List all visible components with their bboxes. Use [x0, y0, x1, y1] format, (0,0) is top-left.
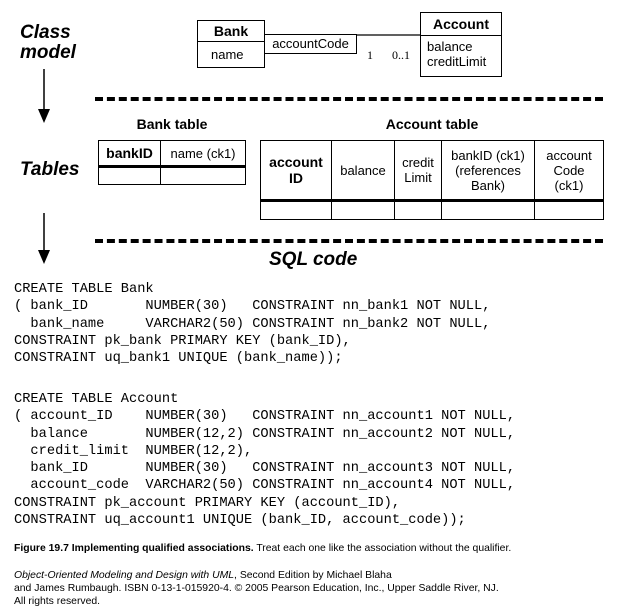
- account-class-attr-balance: balance: [427, 39, 473, 54]
- bank-class-box: Bank name: [197, 20, 265, 68]
- account-class-attr-creditlimit: creditLimit: [427, 54, 487, 69]
- bank-class-name: Bank: [198, 21, 264, 42]
- table-row: [260, 200, 604, 220]
- multiplicity-left: 1: [367, 48, 373, 62]
- class-model-label: Class model: [20, 22, 76, 63]
- bank-table-header-bankid: bankID: [98, 140, 161, 167]
- book-credit-line3: All rights reserved.: [14, 596, 101, 607]
- association-line: [356, 34, 422, 36]
- account-table-header-balance: balance: [331, 140, 395, 201]
- account-table-header-accountid: account ID: [260, 140, 332, 201]
- account-table-header-creditlimit: credit Limit: [394, 140, 442, 201]
- table-row: [98, 166, 246, 185]
- account-table-title: Account table: [385, 116, 479, 132]
- bank-table: bankID name (ck1): [98, 140, 246, 185]
- separator-dashed-line: [95, 239, 603, 243]
- sql-code-label: SQL code: [269, 249, 358, 270]
- bank-class-attr: name: [211, 47, 244, 62]
- account-table-header-accountcode: account Code (ck1): [534, 140, 604, 201]
- down-arrow-icon: [38, 213, 50, 264]
- figure-caption: Figure 19.7 Implementing qualified assoc…: [14, 543, 511, 554]
- bank-table-header-name: name (ck1): [160, 140, 246, 167]
- multiplicity-right: 0..1: [392, 48, 410, 62]
- tables-label: Tables: [20, 159, 80, 180]
- sql-create-account: CREATE TABLE Account ( account_ID NUMBER…: [14, 392, 516, 529]
- account-class-box: Account balance creditLimit: [420, 12, 502, 77]
- sql-create-bank: CREATE TABLE Bank ( bank_ID NUMBER(30) C…: [14, 282, 491, 367]
- book-credit: Object-Oriented Modeling and Design with…: [14, 569, 499, 608]
- account-class-name: Account: [421, 13, 501, 36]
- bank-table-title: Bank table: [136, 116, 208, 132]
- figure-caption-text: Treat each one like the association with…: [253, 543, 512, 554]
- qualifier-label: accountCode: [272, 36, 349, 51]
- book-credit-line1: , Second Edition by Michael Blaha: [234, 570, 392, 581]
- book-title: Object-Oriented Modeling and Design with…: [14, 570, 235, 581]
- book-credit-line2: and James Rumbaugh. ISBN 0-13-1-015920-4…: [14, 583, 499, 594]
- account-table-header-bankid: bankID (ck1) (references Bank): [441, 140, 535, 201]
- down-arrow-icon: [38, 69, 50, 123]
- separator-dashed-line: [95, 97, 603, 101]
- figure-caption-title: Figure 19.7 Implementing qualified assoc…: [14, 543, 254, 554]
- qualifier-box: accountCode: [264, 34, 357, 54]
- account-table: account ID balance credit Limit bankID (…: [260, 140, 604, 220]
